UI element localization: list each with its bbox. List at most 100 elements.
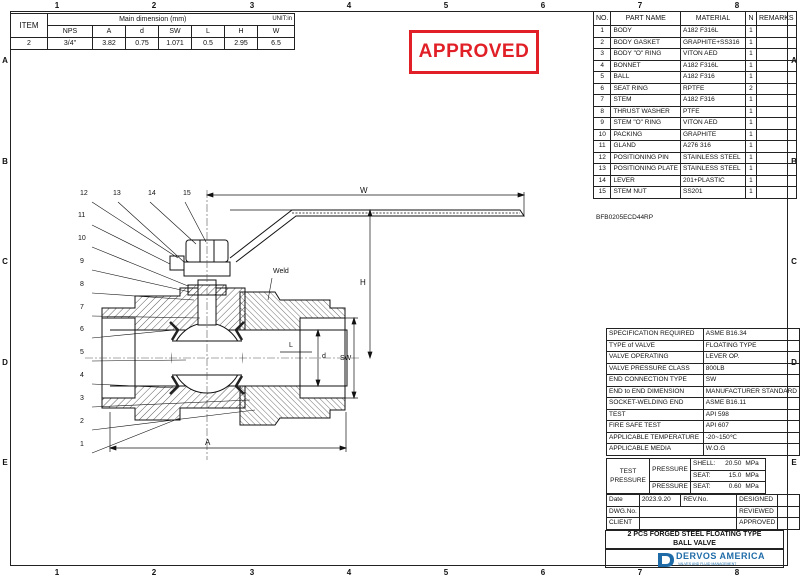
part-remarks: [755, 140, 797, 153]
part-qty: 1: [744, 94, 757, 107]
balloon-14: 14: [148, 190, 156, 197]
part-no: 14: [592, 174, 612, 187]
part-material: A182 F316L: [679, 59, 746, 72]
part-material: SS201: [679, 186, 746, 199]
balloon-2: 2: [80, 418, 84, 425]
dim-cell: 0.75: [125, 37, 159, 50]
row-letter: B: [2, 157, 8, 166]
row-letter: C: [791, 257, 797, 266]
part-name: BODY "O" RING: [610, 48, 681, 61]
part-remarks: [755, 59, 797, 72]
part-material: STAINLESS STEEL: [679, 163, 746, 176]
part-name: POSITIONING PIN: [610, 151, 681, 164]
spec-value: SW: [702, 374, 800, 387]
part-qty: 1: [744, 105, 757, 118]
spec-value: ASME B16.11: [702, 397, 800, 410]
centerlines: [85, 190, 360, 460]
designed-sign: [777, 494, 800, 507]
spec-label: VALVE OPERATING: [606, 351, 704, 364]
part-qty: 1: [744, 48, 757, 61]
reviewed-label: REVIEWED: [736, 505, 779, 518]
approved-label: APPROVED: [736, 517, 779, 530]
part-no: 7: [592, 94, 612, 107]
part-remarks: [755, 163, 797, 176]
balloon-5: 5: [80, 349, 84, 356]
balloon-3: 3: [80, 395, 84, 402]
part-no: 11: [592, 140, 612, 153]
spec-value: MANUFACTURER STANDARD: [702, 385, 800, 398]
leader-lines: [91, 201, 273, 454]
col-num: 1: [54, 1, 60, 10]
part-remarks: [755, 151, 797, 164]
spec-value: API 598: [702, 408, 800, 421]
part-no: 12: [592, 151, 612, 164]
spec-row: APPLICABLE TEMPERATURE-20~150℃: [606, 431, 800, 444]
spec-label: TEST: [606, 408, 704, 421]
balloon-11: 11: [78, 212, 86, 219]
spec-label: TYPE of VALVE: [606, 339, 704, 352]
col-num: 3: [249, 568, 255, 577]
part-name: PACKING: [610, 128, 681, 141]
col-num: 8: [734, 568, 740, 577]
drawing-title: 2 PCS FORGED STEEL FLOATING TYPE BALL VA…: [605, 530, 784, 549]
row-letter: E: [791, 458, 797, 467]
client-value: [638, 517, 738, 530]
part-qty: 1: [744, 151, 757, 164]
col-num: 4: [346, 568, 352, 577]
dim-cell: 2: [10, 37, 48, 50]
spec-value: API 607: [702, 420, 800, 433]
col-num: 5: [443, 568, 449, 577]
date-value: 2023.9.20: [638, 494, 682, 507]
part-qty: 1: [744, 71, 757, 84]
weld-label: Weld: [273, 268, 289, 275]
part-no: 4: [592, 59, 612, 72]
spec-label: SOCKET-WELDING END: [606, 397, 704, 410]
parts-col-header: NO.: [592, 11, 612, 26]
dim-label-l: L: [289, 342, 293, 349]
col-num: 5: [443, 1, 449, 10]
dim-label-a: A: [205, 438, 211, 447]
pressure-type: SHELL:: [690, 458, 718, 471]
dimension-table: ITEM Main dimension (mm) UNIT:in NPS A d…: [10, 13, 295, 50]
reviewed-sign: [777, 505, 800, 518]
pressure-value: 0.60: [717, 481, 744, 494]
part-name: LEVER: [610, 174, 681, 187]
part-remarks: [755, 36, 797, 49]
approved-sign: [777, 517, 800, 530]
part-no: 10: [592, 128, 612, 141]
part-material: A182 F316: [679, 71, 746, 84]
part-qty: 1: [744, 128, 757, 141]
dim-cell: 2.95: [224, 37, 258, 50]
part-qty: 1: [744, 59, 757, 72]
part-name: STEM "O" RING: [610, 117, 681, 130]
part-material: 201+PLASTIC: [679, 174, 746, 187]
spec-label: FIRE SAFE TEST: [606, 420, 704, 433]
pressure-type: SEAT:: [690, 469, 718, 482]
parts-col-header: MATERIAL: [679, 11, 746, 26]
part-name: GLAND: [610, 140, 681, 153]
spec-value: -20~150℃: [702, 431, 800, 444]
balloon-6: 6: [80, 326, 84, 333]
dim-col-header: W: [257, 25, 295, 38]
part-no: 13: [592, 163, 612, 176]
part-no: 2: [592, 36, 612, 49]
part-name: STEM: [610, 94, 681, 107]
balloon-1: 1: [80, 441, 84, 448]
part-qty: 1: [744, 186, 757, 199]
company-tagline: VALVES AND FLUID MANAGEMENT: [678, 562, 737, 566]
col-num: 2: [151, 1, 157, 10]
spec-value: W.O.G: [702, 443, 800, 456]
